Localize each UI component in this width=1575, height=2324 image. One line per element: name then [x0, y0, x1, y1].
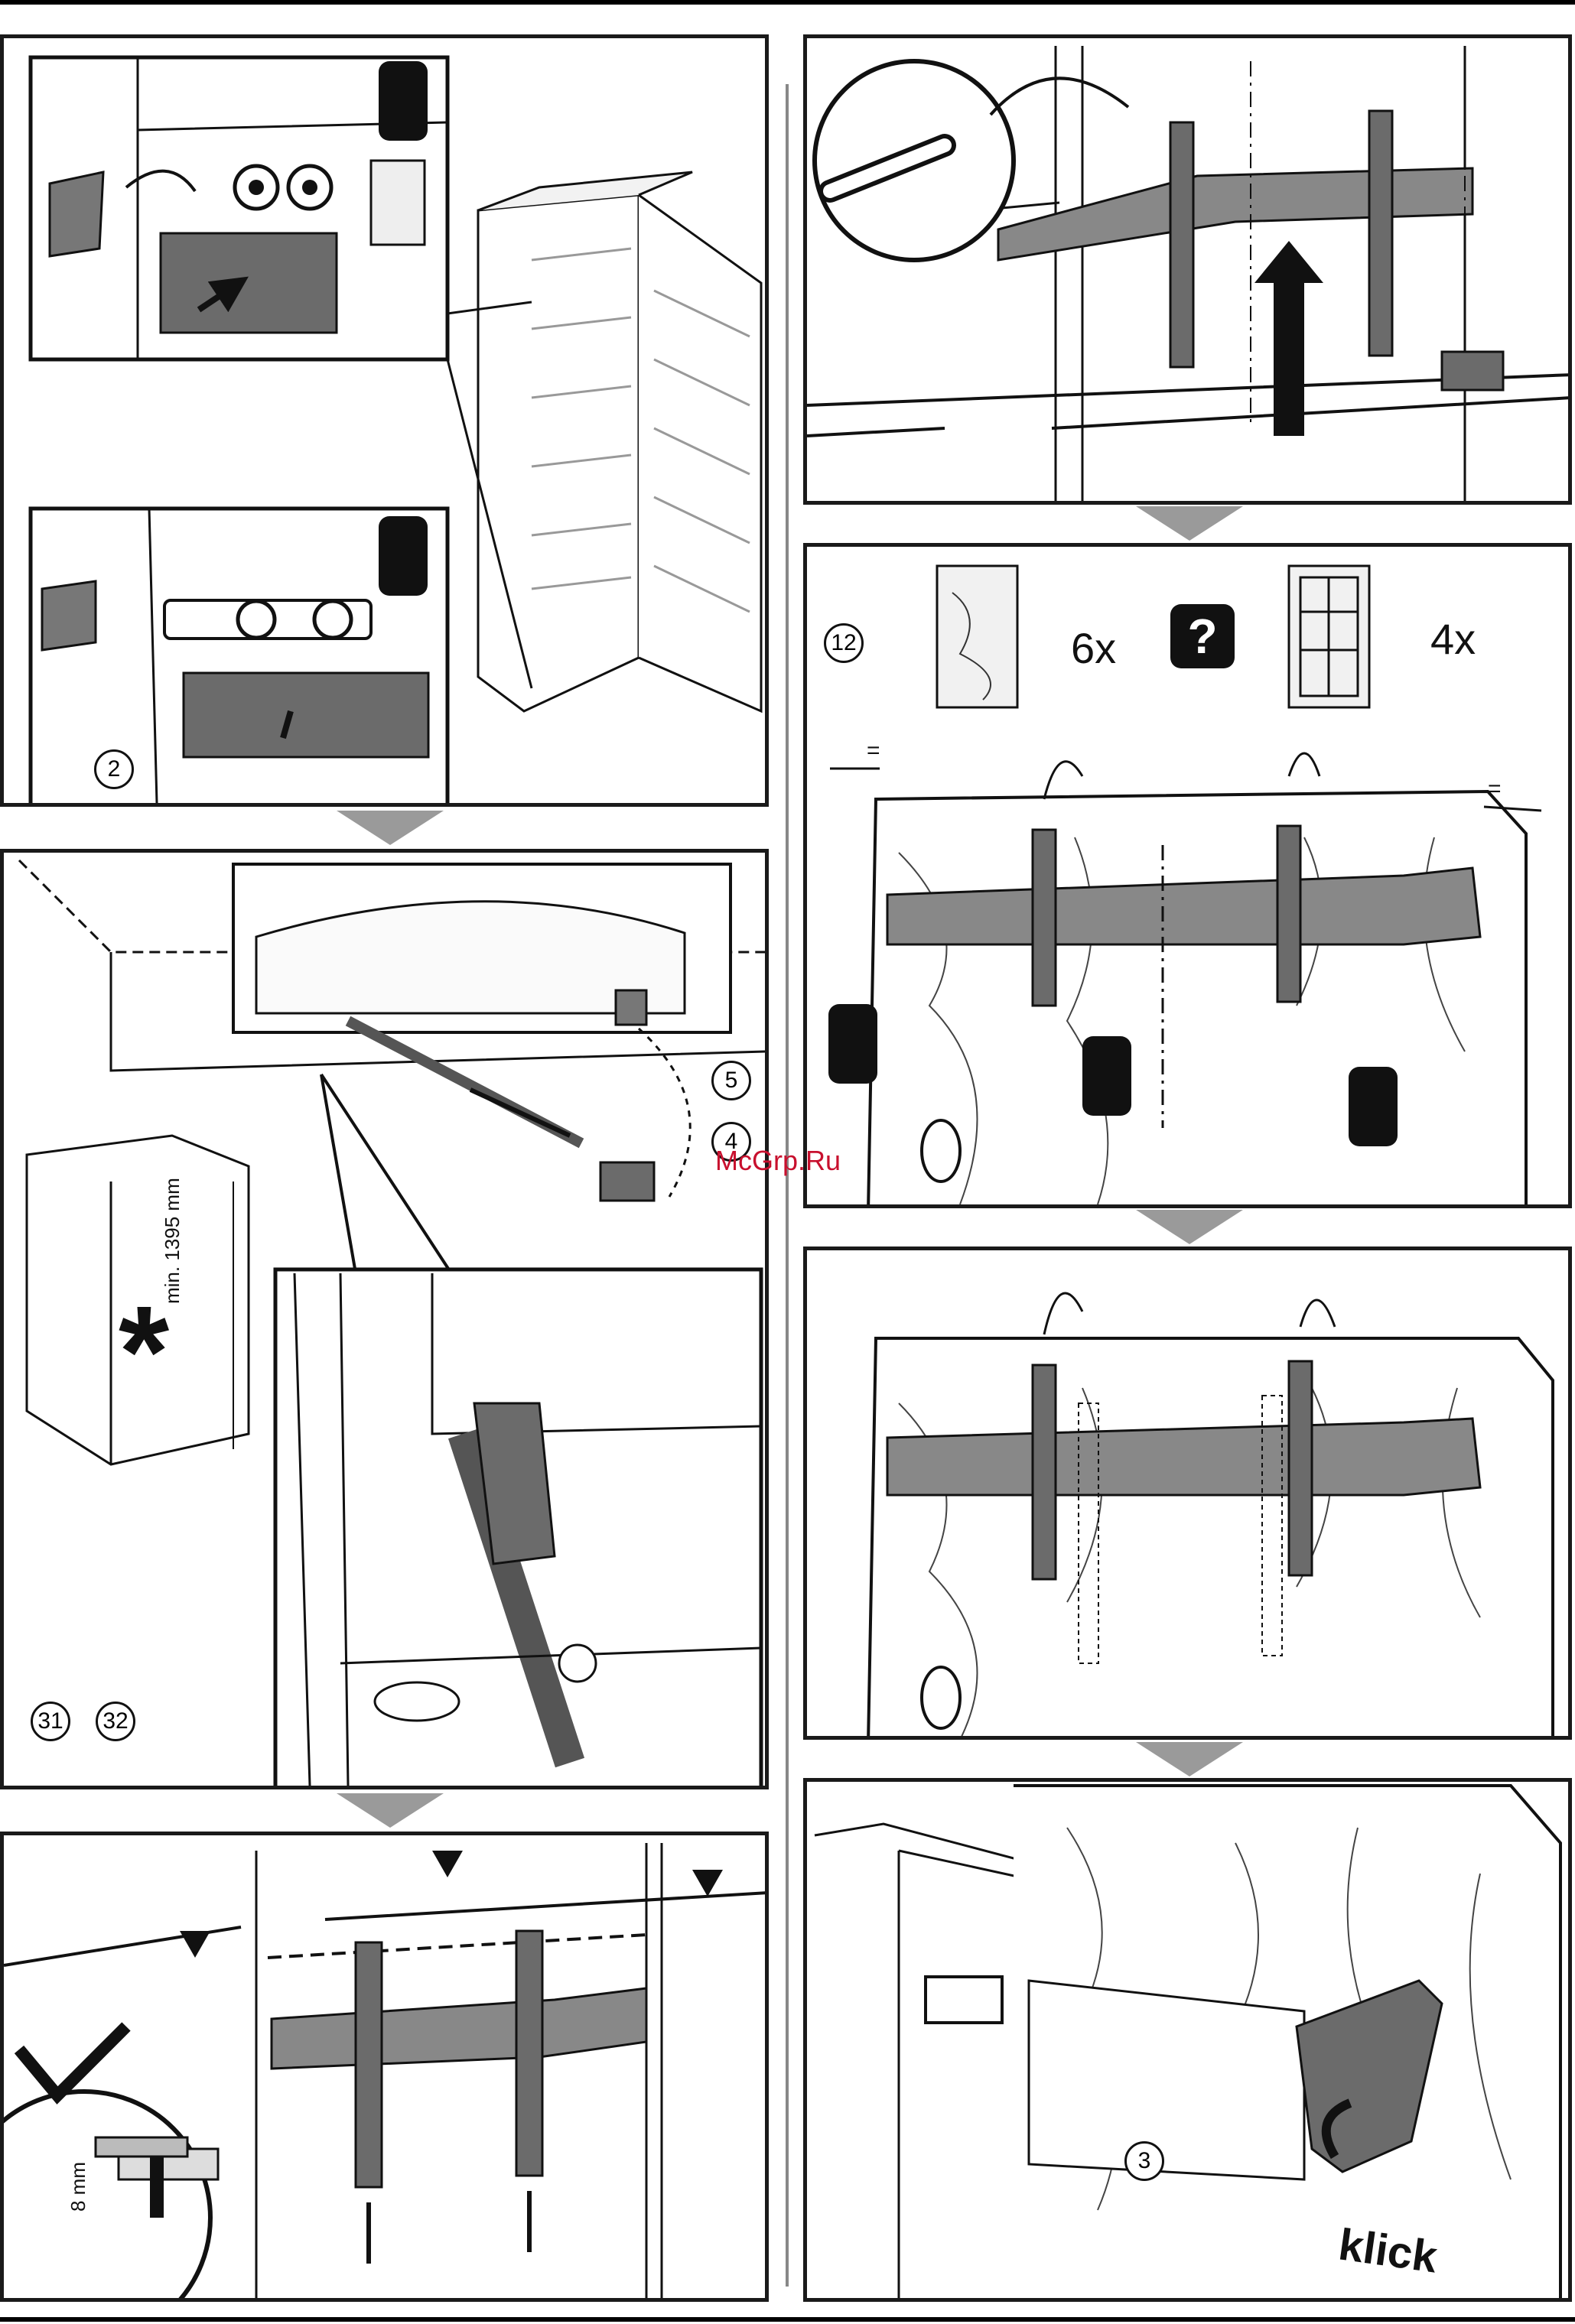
- panel-cover-removal: 2: [0, 34, 769, 807]
- bottom-rule: [0, 2317, 1575, 2322]
- equal-mark-left: =: [867, 738, 880, 764]
- screwdriver-icon: [828, 1004, 877, 1084]
- panel-4-illustration: [807, 38, 1572, 505]
- column-divider: [786, 84, 789, 2287]
- measurement-label: 8 mm: [67, 2162, 90, 2212]
- down-arrow-icon: [337, 1793, 444, 1832]
- step-number-12: 12: [824, 623, 864, 663]
- panel-7-illustration: [807, 1782, 1572, 2302]
- top-rule: [0, 0, 1575, 5]
- screwdriver-icon: [379, 61, 428, 141]
- panel-bracket-marking: 12 6x 4x ? = =: [803, 543, 1572, 1208]
- step-number-5: 5: [711, 1061, 751, 1100]
- step-number-32: 32: [96, 1702, 135, 1741]
- panel-clip-fastening: 3 klick: [803, 1778, 1572, 2302]
- panel-6-illustration: [807, 1250, 1572, 1740]
- watermark: McGrp.Ru: [715, 1145, 841, 1177]
- panel-bracket-positioning: [803, 1247, 1572, 1740]
- screwdriver-icon: [1349, 1067, 1398, 1146]
- panel-1-illustration: [4, 38, 769, 807]
- step-number-2: 2: [94, 749, 134, 789]
- asterisk-mark: *: [119, 1277, 169, 1427]
- screwdriver-icon: [1082, 1036, 1131, 1116]
- down-arrow-icon: [337, 811, 444, 849]
- question-icon: ?: [1170, 604, 1235, 668]
- step-number-3: 3: [1124, 2141, 1164, 2181]
- cover-part: [161, 233, 337, 333]
- step-number-31: 31: [31, 1702, 70, 1741]
- down-arrow-icon: [1136, 1210, 1243, 1248]
- panel-plinth-rail: 5 4 min. 1395 mm * 31 32: [0, 849, 769, 1789]
- panel-bracket-mount: [803, 34, 1572, 505]
- panel-bracket-adjustment: 8 mm: [0, 1832, 769, 2302]
- down-arrow-icon: [1136, 506, 1243, 544]
- screwdriver-icon: [379, 516, 428, 596]
- down-arrow-icon: [1136, 1742, 1243, 1780]
- equal-mark-right: =: [1488, 776, 1502, 802]
- cover-part-lower: [184, 673, 428, 757]
- screw-count-6x: 6x: [1071, 623, 1116, 673]
- screw-count-4x: 4x: [1430, 614, 1476, 664]
- panel-3-illustration: [4, 1835, 769, 2302]
